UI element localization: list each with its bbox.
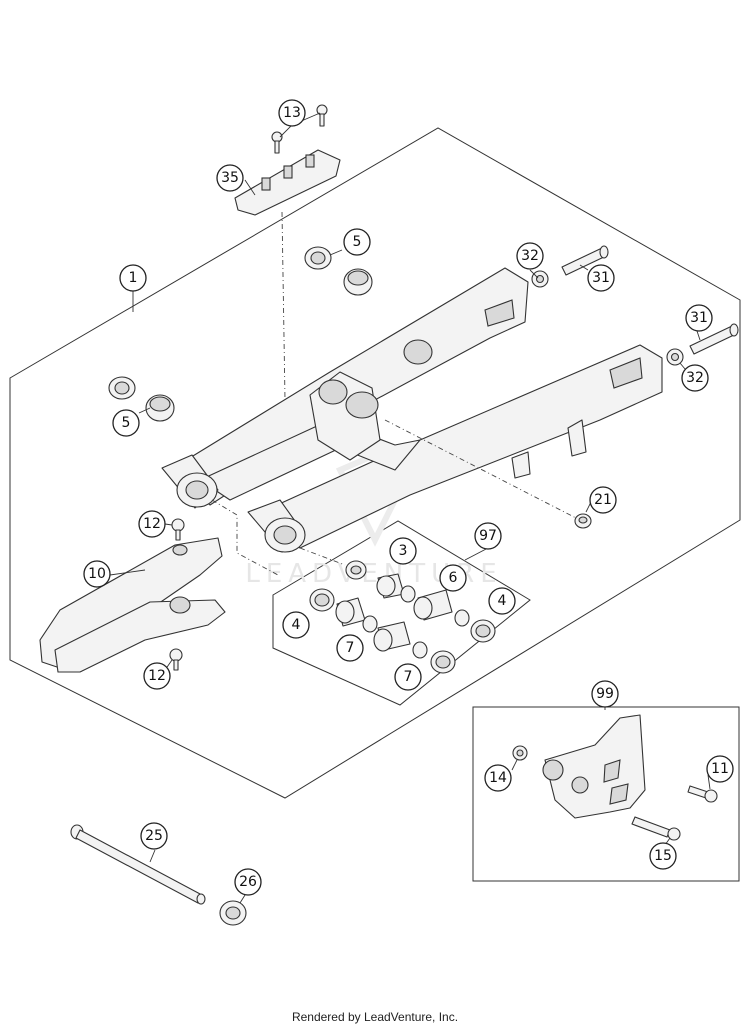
callout-32-upper: 32 [516,242,544,270]
nut-32-lower [666,348,684,366]
callout-21: 21 [589,486,617,514]
assembly-frame-1 [9,127,741,799]
callout-13: 13 [278,99,306,127]
leader-97-dash [211,499,279,576]
credit-text: Rendered by LeadVenture, Inc. [291,1010,459,1024]
callout-1: 1 [119,264,147,292]
callout-31-upper: 31 [587,264,615,292]
callout-99: 99 [591,680,619,708]
callout-15: 15 [649,842,677,870]
callout-10: 10 [83,560,111,588]
swingarm [161,267,663,553]
callout-6: 6 [439,564,467,592]
svg-text:7: 7 [404,669,413,685]
svg-text:32: 32 [686,370,704,386]
svg-text:5: 5 [122,415,131,431]
callout-35: 35 [216,164,244,192]
cap-5-upper [304,246,373,296]
callout-14: 14 [484,764,512,792]
svg-text:12: 12 [148,668,166,684]
kit-99-parts [512,714,718,841]
adjuster-bolt-31-lower [689,323,739,355]
svg-text:14: 14 [489,770,507,786]
leader-35-dash [281,211,286,401]
svg-text:6: 6 [449,570,458,586]
leader-97-dash-2 [299,547,346,566]
callout-32-lower: 32 [681,364,709,392]
screw-12-lower [169,648,183,671]
svg-text:35: 35 [221,170,239,186]
svg-text:11: 11 [711,761,729,777]
callout-4-left: 4 [282,611,310,639]
nut-32-upper [531,270,549,288]
svg-text:10: 10 [88,566,106,582]
adjuster-bolt-31-upper [561,245,609,276]
svg-text:15: 15 [654,848,672,864]
callout-12-lower: 12 [143,662,171,690]
callout-26: 26 [234,868,262,896]
screw-13b [316,104,328,127]
chain-slider-10 [39,537,226,673]
svg-text:99: 99 [596,686,614,702]
svg-text:12: 12 [143,516,161,532]
svg-text:31: 31 [690,310,708,326]
callout-11: 11 [706,755,734,783]
callout-12-upper: 12 [138,510,166,538]
plug-21 [574,513,592,529]
callout-5-upper: 5 [343,228,371,256]
svg-text:32: 32 [521,248,539,264]
svg-text:4: 4 [498,593,507,609]
callout-3: 3 [389,537,417,565]
svg-text:21: 21 [594,492,612,508]
svg-text:26: 26 [239,874,257,890]
cable-holder-35 [234,149,341,216]
nut-26 [219,900,247,926]
leader-lines [109,112,711,904]
callout-25: 25 [140,822,168,850]
svg-text:7: 7 [346,640,355,656]
callout-7-right: 7 [394,663,422,691]
callout-7-left: 7 [336,634,364,662]
kit-97-parts [309,560,496,674]
screw-12-upper [171,518,185,541]
cap-5-lower [108,376,175,422]
svg-text:97: 97 [479,528,497,544]
screw-13a [271,131,283,154]
pivot-axle-25 [70,824,206,905]
svg-text:4: 4 [292,617,301,633]
svg-text:13: 13 [283,105,301,121]
svg-text:1: 1 [129,270,138,286]
svg-text:5: 5 [353,234,362,250]
svg-text:25: 25 [145,828,163,844]
svg-text:3: 3 [399,543,408,559]
svg-text:31: 31 [592,270,610,286]
callout-4-right: 4 [488,587,516,615]
callout-5-lower: 5 [112,409,140,437]
callout-31-lower: 31 [685,304,713,332]
callout-97: 97 [474,522,502,550]
